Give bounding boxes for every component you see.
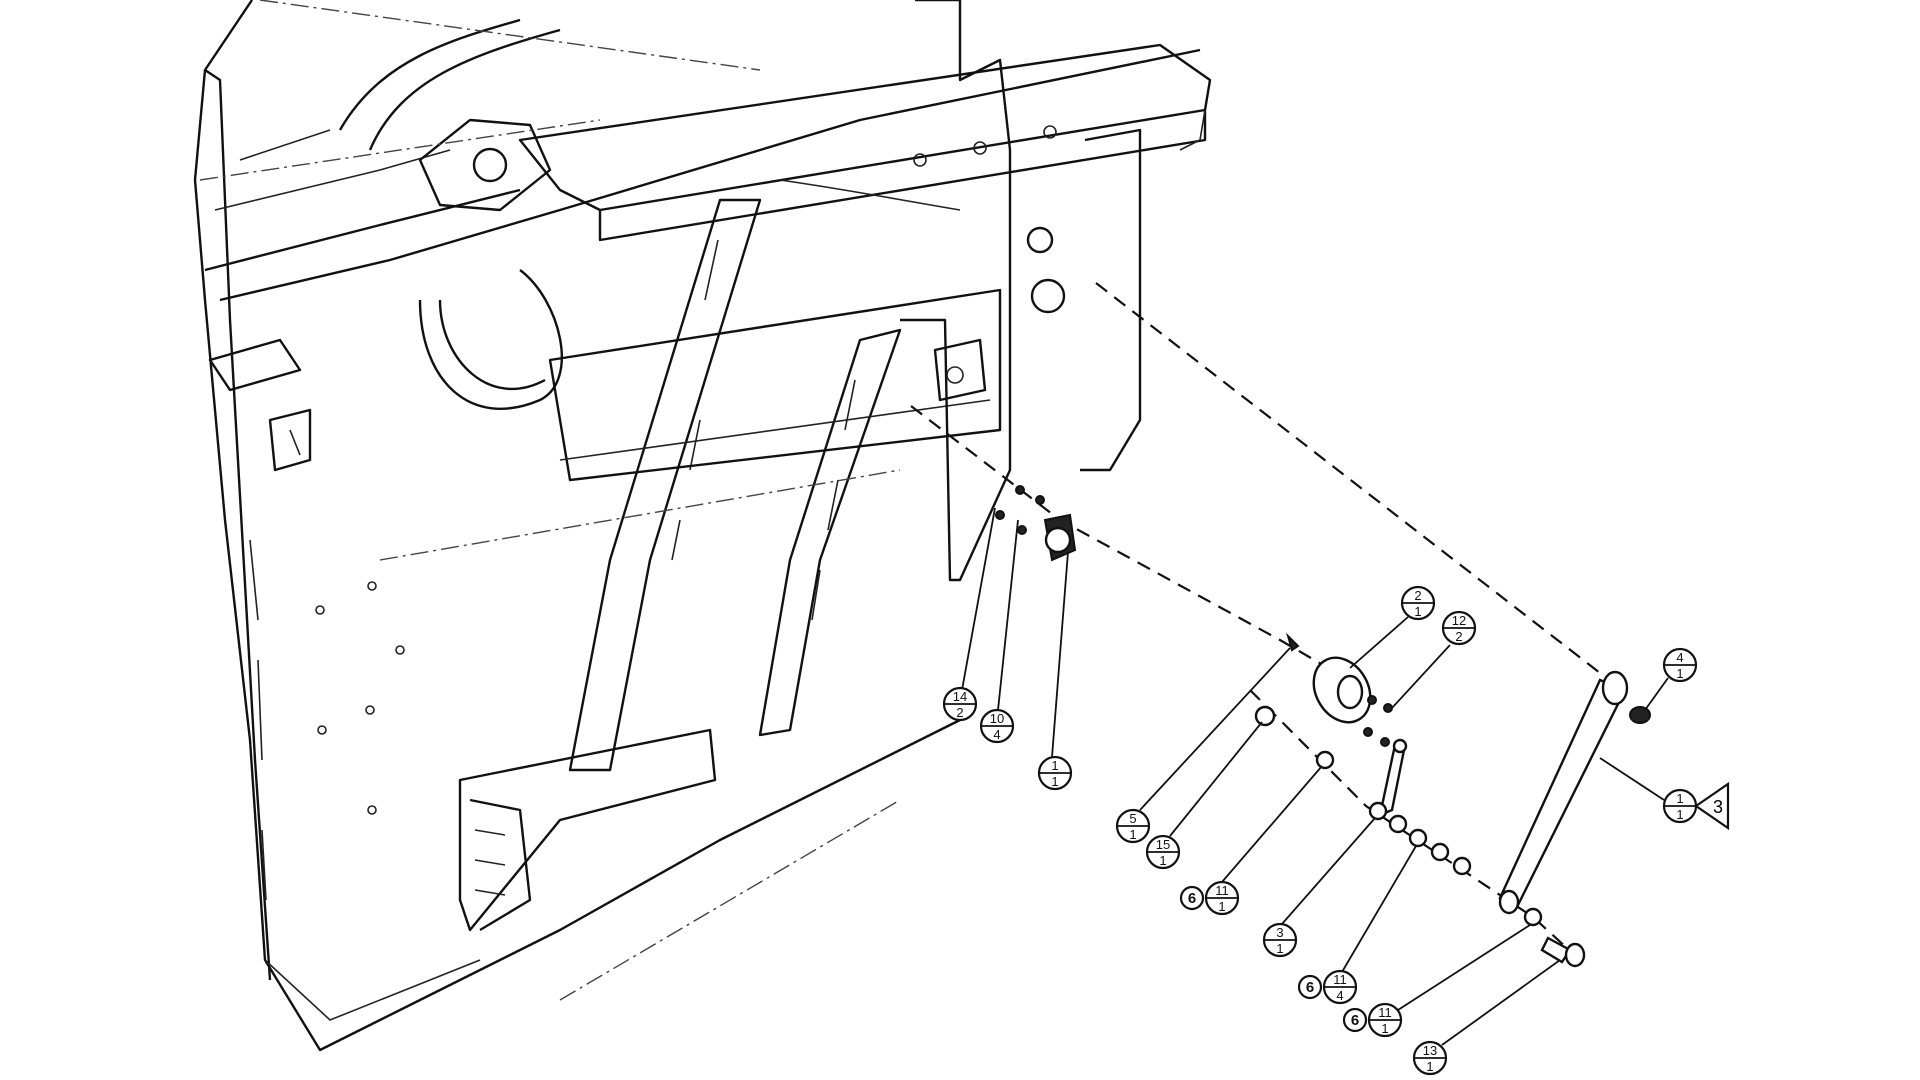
reference-balloon: 6 — [1179, 885, 1205, 911]
cross-beam — [518, 43, 1212, 242]
callout-quantity: 4 — [1336, 988, 1343, 1003]
hydraulic-hoses — [338, 18, 961, 410]
callout-balloon: 114 — [1322, 969, 1358, 1005]
callout-quantity: 2 — [1455, 629, 1462, 644]
callout-item-number: 15 — [1156, 837, 1170, 852]
callout-item-number: 1 — [1676, 791, 1683, 806]
callout-balloon: 111 — [1204, 880, 1240, 916]
callout-item-number: 2 — [1414, 588, 1421, 603]
reference-balloon: 6 — [1342, 1007, 1368, 1033]
callout-balloon: 21 — [1400, 585, 1436, 621]
callout-quantity: 2 — [956, 705, 963, 720]
callout-quantity: 4 — [993, 727, 1000, 742]
callout-item-number: 12 — [1452, 613, 1466, 628]
callout-balloon: 111 — [1367, 1002, 1403, 1038]
callout-balloon: 51 — [1115, 808, 1151, 844]
callout-quantity: 1 — [1676, 666, 1683, 681]
reference-number: 6 — [1351, 1012, 1359, 1029]
callout-item-number: 11 — [1215, 883, 1229, 898]
callout-item-number: 1 — [1051, 758, 1058, 773]
callout-item-number: 5 — [1129, 811, 1136, 826]
reference-number: 6 — [1188, 890, 1196, 907]
callout-item-number: 11 — [1333, 972, 1347, 987]
small-link — [1254, 705, 1408, 817]
callout-balloon: 41 — [1662, 647, 1698, 683]
callout-balloon: 151 — [1145, 834, 1181, 870]
frame-arms — [458, 198, 1002, 932]
callout-balloon: 142 — [942, 686, 978, 722]
callout-balloon: 131 — [1412, 1040, 1448, 1076]
callout-balloon: 11 — [1037, 755, 1073, 791]
pivot-bolt — [1540, 936, 1586, 968]
flange-hub — [1285, 632, 1393, 747]
callout-balloon: 11 — [1662, 788, 1698, 824]
callout-balloon: 122 — [1441, 610, 1477, 646]
callout-quantity: 1 — [1381, 1021, 1388, 1036]
callout-item-number: 11 — [1378, 1005, 1392, 1020]
callout-quantity: 1 — [1426, 1059, 1433, 1074]
callout-item-number: 3 — [1276, 925, 1283, 940]
lift-link-arm — [1498, 670, 1651, 927]
reference-number: 6 — [1306, 979, 1314, 996]
callout-item-number: 4 — [1676, 650, 1683, 665]
callout-quantity: 1 — [1414, 604, 1421, 619]
callout-balloon: 104 — [979, 708, 1015, 744]
callout-quantity: 1 — [1129, 827, 1136, 842]
callout-quantity: 1 — [1676, 807, 1683, 822]
note-triangle: 3 — [1694, 781, 1730, 831]
assembly-axes — [910, 282, 1614, 961]
washer-stack — [1368, 801, 1472, 876]
callout-item-number: 13 — [1423, 1043, 1437, 1058]
bracket-mounted — [995, 485, 1077, 562]
reference-balloon: 6 — [1297, 974, 1323, 1000]
leader-lines — [961, 507, 1669, 1046]
construction-lines — [199, 0, 901, 1001]
note-number: 3 — [1713, 797, 1723, 817]
callout-quantity: 1 — [1218, 899, 1225, 914]
callout-item-number: 10 — [990, 711, 1004, 726]
callout-item-number: 14 — [953, 689, 967, 704]
vertical-post — [900, 0, 1142, 582]
callout-balloon: 31 — [1262, 922, 1298, 958]
frame-side-panel — [193, 0, 1201, 1052]
callout-quantity: 1 — [1051, 774, 1058, 789]
callout-quantity: 1 — [1276, 941, 1283, 956]
callout-quantity: 1 — [1159, 853, 1166, 868]
